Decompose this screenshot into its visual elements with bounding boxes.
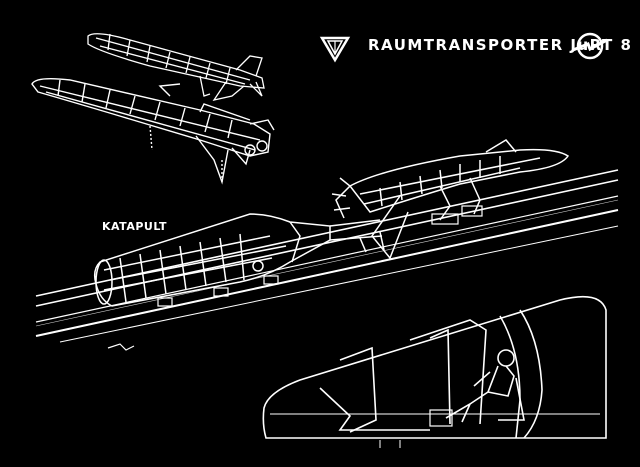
drawing-title: RAUMTRANSPORTER JuRT 8 (368, 36, 633, 54)
spacecraft-on-rail (331, 139, 570, 260)
katapult-label: KATAPULT (102, 220, 168, 233)
cockpit-cutaway (262, 295, 607, 448)
triangle-emblem-icon (319, 36, 351, 63)
spacecraft-top-view (87, 33, 265, 101)
opel-blitz-emblem-icon (572, 32, 608, 60)
launch-rail (35, 169, 619, 343)
spacecraft-side-view (31, 77, 275, 185)
rail-detail-mark (107, 343, 135, 351)
katapult-booster (93, 213, 383, 307)
